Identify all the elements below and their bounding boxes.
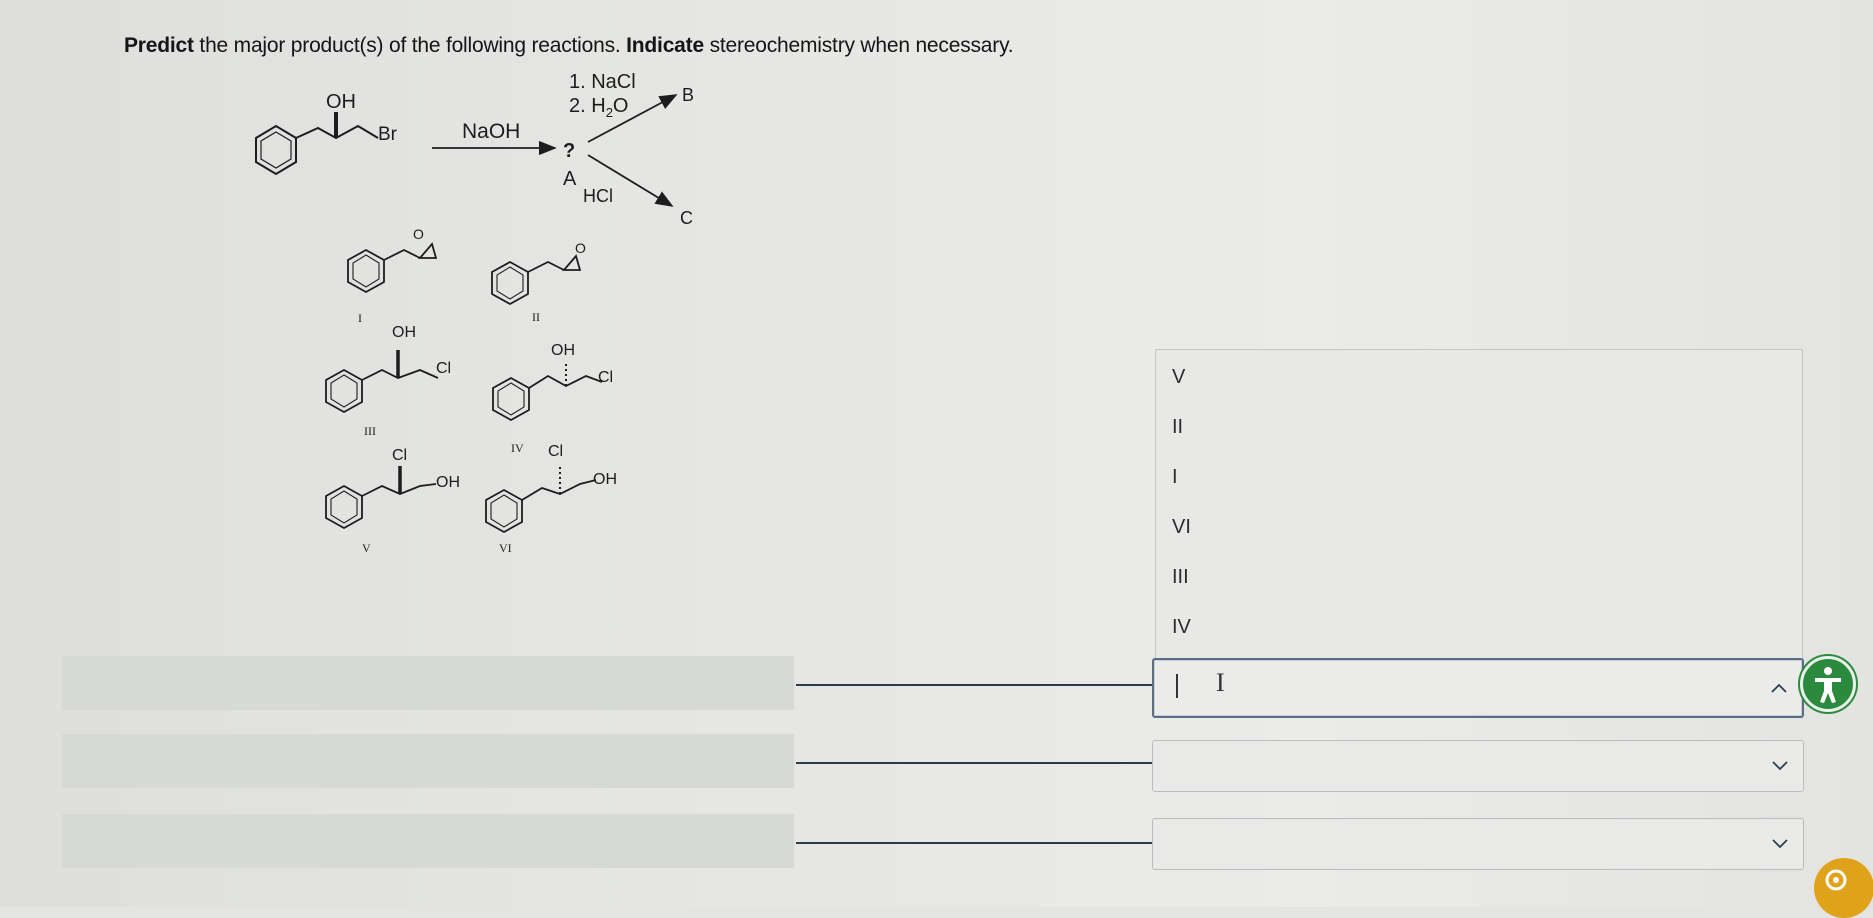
option-iii-label: III	[364, 424, 376, 438]
option-vi-oh: OH	[593, 471, 617, 488]
chevron-down-icon	[1772, 761, 1788, 771]
dropdown-option[interactable]: I	[1172, 466, 1178, 488]
answer-slot-a	[62, 656, 794, 710]
connector-line-a	[796, 684, 1152, 686]
option-vi-structure	[485, 466, 597, 534]
dropdown-option[interactable]: III	[1172, 566, 1189, 588]
option-iii-structure	[325, 350, 439, 414]
answer-select-c[interactable]	[1152, 818, 1804, 870]
starting-material	[255, 112, 379, 176]
arrow-to-b	[587, 94, 678, 143]
option-i-label: I	[358, 311, 362, 325]
answer-select-b[interactable]	[1152, 740, 1804, 792]
reagent-naoh: NaOH	[462, 120, 520, 143]
option-ii-structure	[491, 254, 582, 306]
arrow-to-c	[587, 154, 674, 207]
option-iv-oh: OH	[551, 342, 575, 359]
option-vi-cl: Cl	[548, 443, 563, 460]
water-h: 2. H	[569, 95, 606, 117]
option-ii-oxygen: O	[575, 240, 586, 256]
help-button[interactable]	[1814, 858, 1873, 918]
reagent-water: 2. H2O	[569, 95, 628, 120]
accessibility-button[interactable]	[1800, 656, 1856, 712]
answer-dropdown-list: V II I VI III IV	[1155, 349, 1803, 659]
question-bold-predict: Predict	[124, 34, 194, 57]
option-iv-cl: Cl	[598, 369, 613, 386]
option-ii-label: II	[532, 310, 540, 324]
reagent-nacl: 1. NaCl	[569, 71, 636, 93]
chevron-down-icon	[1772, 839, 1788, 849]
dropdown-option[interactable]: IV	[1172, 616, 1191, 638]
water-sub: 2	[606, 105, 613, 120]
chevron-up-icon	[1771, 683, 1787, 693]
dropdown-option[interactable]: II	[1172, 416, 1184, 438]
connector-line-b	[796, 762, 1152, 764]
answer-select-a[interactable]: I	[1152, 658, 1804, 718]
label-b: B	[682, 85, 694, 105]
connector-line-c	[796, 842, 1152, 844]
start-br-label: Br	[378, 124, 398, 145]
question-title: Predict the major product(s) of the foll…	[124, 34, 1014, 58]
accessibility-icon	[1815, 667, 1841, 703]
ibeam-cursor-icon: I	[1216, 668, 1225, 697]
option-v-cl: Cl	[392, 447, 407, 464]
option-v-label: V	[362, 541, 371, 555]
option-i-oxygen: O	[413, 226, 424, 242]
question-text: the major product(s) of the following re…	[193, 34, 627, 57]
text-cursor	[1176, 674, 1178, 698]
option-v-structure	[325, 466, 437, 530]
option-i-structure	[347, 242, 438, 294]
help-icon	[1825, 869, 1847, 891]
answer-slot-c	[62, 814, 794, 868]
option-iv-label: IV	[511, 441, 524, 455]
label-c: C	[680, 208, 693, 228]
label-a: A	[563, 168, 577, 190]
option-iii-cl: Cl	[436, 360, 451, 377]
dropdown-option[interactable]: V	[1172, 366, 1186, 388]
unknown-mark: ?	[563, 140, 575, 162]
dropdown-option[interactable]: VI	[1172, 516, 1191, 538]
option-vi-label: VI	[499, 541, 512, 555]
option-iii-oh: OH	[392, 324, 416, 341]
question-text-tail: stereochemistry when necessary.	[703, 34, 1014, 57]
start-oh-label: OH	[326, 91, 356, 113]
reagent-hcl: HCl	[583, 186, 613, 206]
answer-slot-b	[62, 734, 794, 788]
water-o: O	[613, 95, 629, 117]
question-bold-indicate: Indicate	[626, 34, 704, 57]
option-v-oh: OH	[436, 474, 460, 491]
option-iv-structure	[492, 362, 603, 422]
